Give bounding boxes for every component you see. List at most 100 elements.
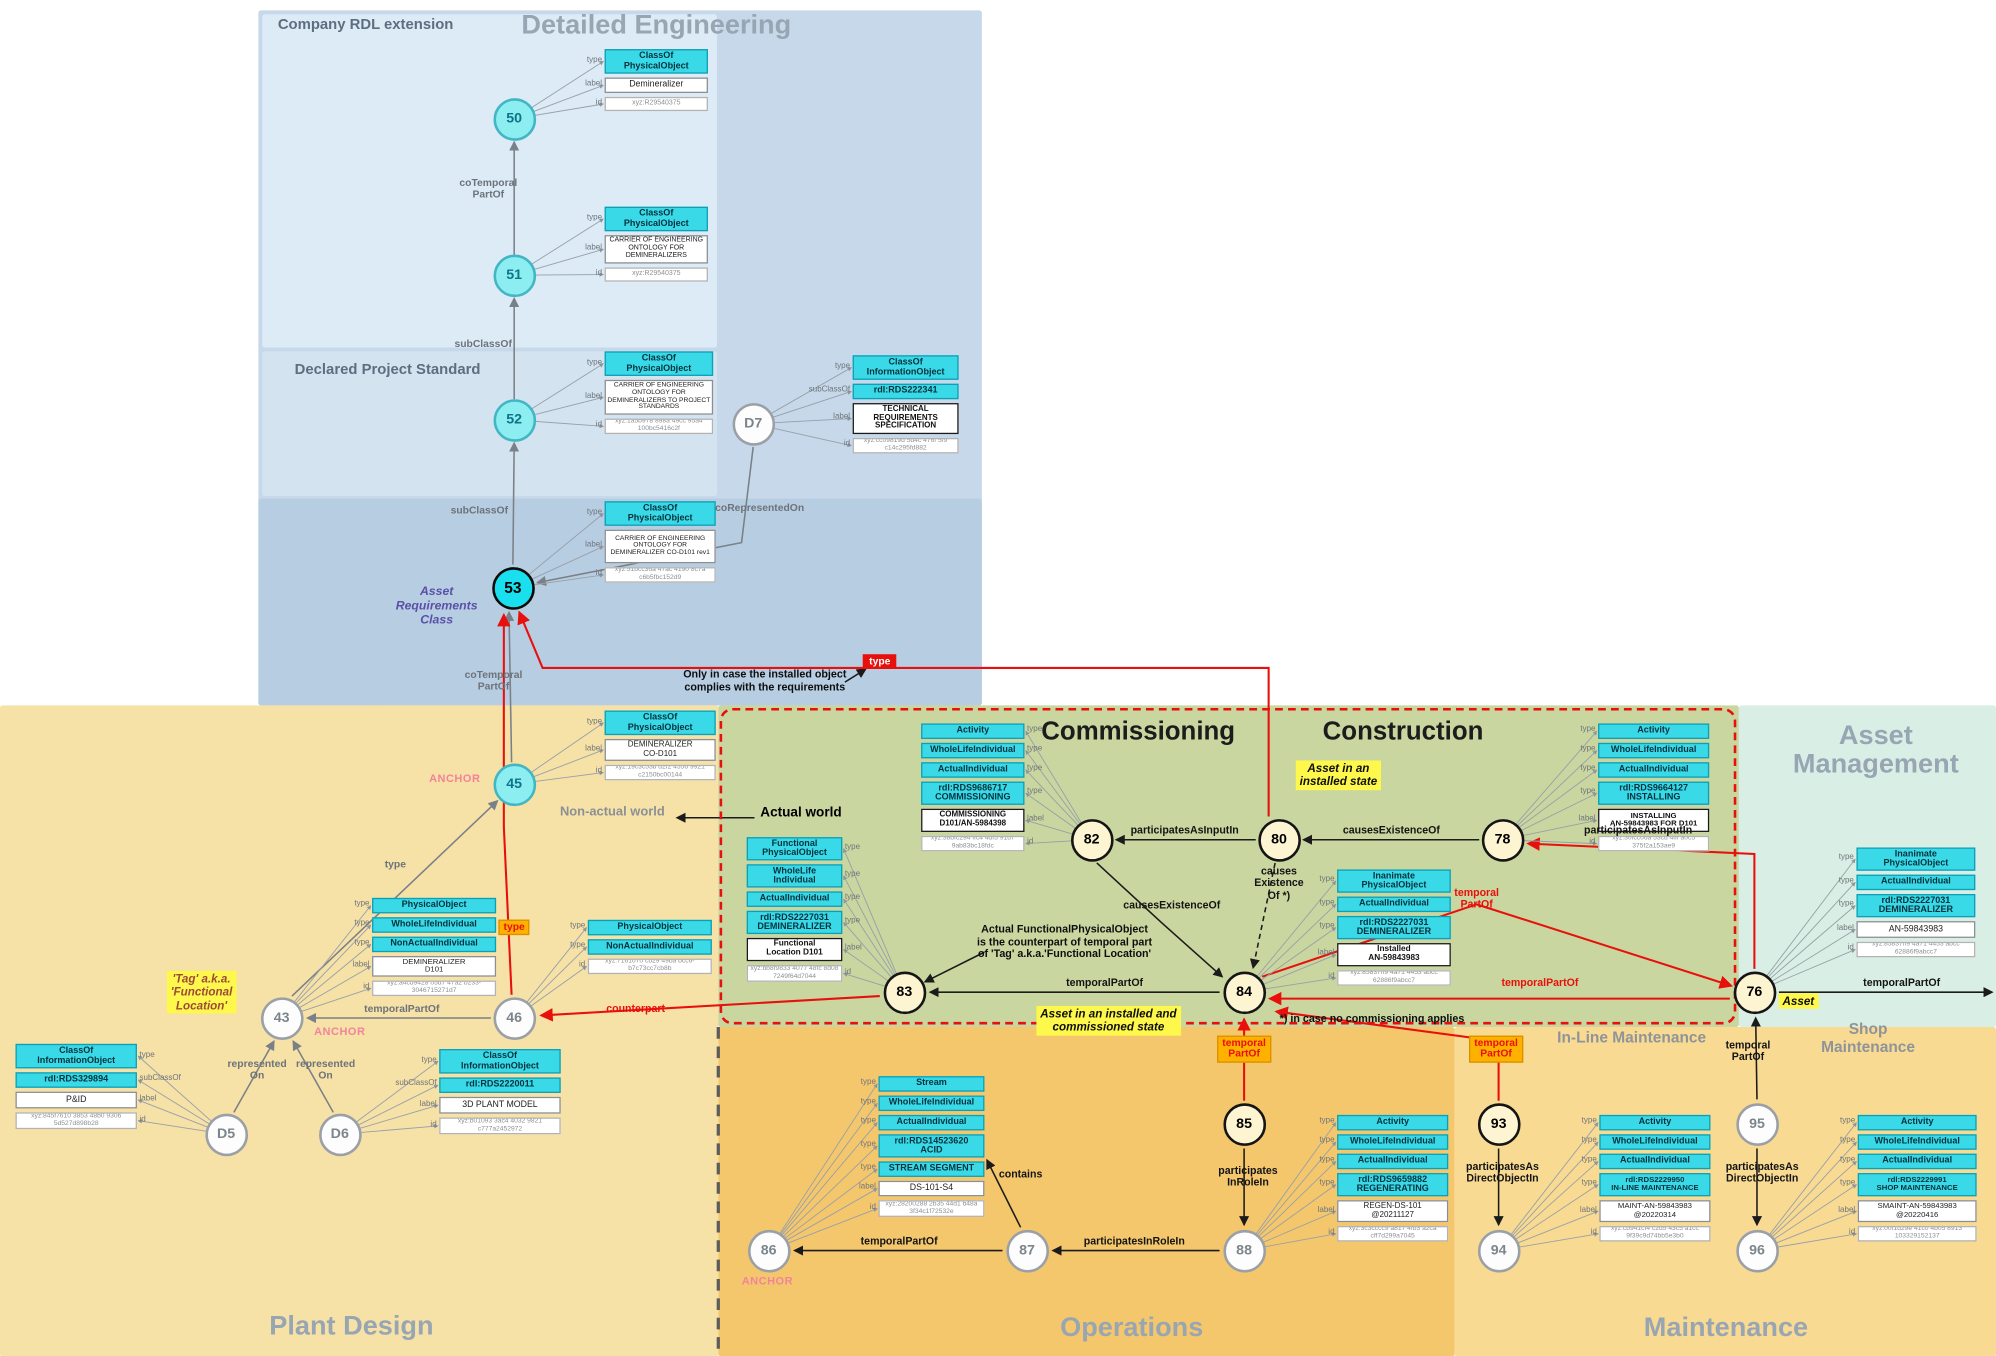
attribute-box-D5-type: ClassOf InformationObject [15,1043,137,1069]
attribute-box-50-id: xyz:R29540375 [604,96,708,112]
edge-label-type: type [844,869,861,879]
attribute-box-86-type: Stream [878,1076,985,1092]
attribute-box-D6-subClassOf: rdl:RDS2220011 [439,1077,561,1093]
node-52: 52 [492,398,536,442]
node-83: 83 [883,970,926,1014]
label-causesexistenceof-84: causesExistenceOf [1123,899,1221,912]
edge-line [1750,1016,1761,1100]
edge-label-type: type [1581,1116,1597,1126]
note-asset: Asset [1778,993,1819,1010]
edge-label-type: type [1840,1135,1856,1145]
attribute-box-52-label: CARRIER OF ENGINEERING ONTOLOGY FOR DEMI… [604,379,714,415]
attribute-box-82-label: COMMISSIONING D101/AN-5984398 [921,808,1025,832]
edge-label-id: id [869,1202,876,1212]
label-temporalpartof-84-83: temporalPartOf [1066,977,1144,989]
fan-line [843,875,905,993]
edge-label-type: type [586,54,603,64]
label-subclassof-51: subClassOf [454,337,512,350]
edge-line [517,610,1270,817]
label-participatesinrolein-88: participatesInRoleIn [1083,1235,1185,1248]
node-50: 50 [492,97,536,141]
attribute-box-84-type: rdl:RDS2227031 DEMINERALIZER [1337,915,1451,940]
node-D6: D6 [318,1112,362,1156]
edge-label-id: id [844,966,852,977]
attribute-box-94-type: ActualIndividual [1599,1153,1711,1170]
edge-label-id: id [1848,1227,1856,1237]
attribute-box-96-id: xyz:00f1d29e 41c0 4b05 8913 103329152137 [1857,1226,1977,1242]
attribute-box-84-id: xyz:85837ff9 4a71 4453 abcc 62886f9abcc7 [1337,970,1451,986]
edge-label-type: type [1840,1154,1856,1165]
note-asset-installed-commissioned: Asset in an installed and commissioned s… [1036,1005,1181,1036]
edge-label-type: type [1580,744,1596,754]
fan-line [1756,1141,1857,1251]
edge-label-label: label [585,540,603,550]
edge-label-id: id [595,97,603,107]
edge-label-label: label [352,959,370,969]
attribute-box-53-type: ClassOf PhysicalObject [604,501,716,526]
attribute-box-78-type: Activity [1598,723,1710,739]
fan-line [1754,858,1856,993]
label-temporalpartof-76-84: temporalPartOf [1501,977,1579,989]
label-temporalpartof-95: temporal PartOf [1725,1039,1771,1064]
edge-label-label: label [585,242,603,252]
edge-label-type: type [844,892,861,902]
attribute-box-94-type: rdl:RDS2229950 IN-LINE MAINTENANCE [1599,1173,1711,1197]
attribute-box-45-type: ClassOf PhysicalObject [604,710,716,736]
region-operations [718,1027,1455,1356]
edge-label-id: id [595,419,603,429]
label-cotemporalpartof-50: coTemporal PartOf [459,176,518,201]
attribute-box-96-label: SMAINT-AN-59843983 @20220416 [1857,1200,1977,1223]
fan-line [1243,1141,1337,1251]
edge-line [509,441,520,565]
label-participatesasinputin-76: participatesAsInputIn [1584,824,1693,837]
edge-label-id: id [578,959,586,969]
edge-label-type: type [1319,1116,1335,1126]
edge-label-type: type [1027,763,1043,773]
attribute-box-50-label: Demineralizer [604,77,708,94]
fan-line [1498,1122,1599,1251]
attribute-box-88-type: WholeLifeIndividual [1337,1134,1449,1150]
attribute-box-53-id: xyz:51bcc36a 47ac 4190 8c7a c6b5fbc152d9 [604,567,716,583]
attribute-box-83-type: ActualIndividual [746,891,843,907]
label-participatesasdirectobjectin-93: participatesAs DirectObjectIn [1466,1160,1539,1185]
attribute-box-94-id: xyz:cb941cf4 c2d5 43c5 a1cc 9f39c9d74bb5… [1599,1226,1711,1242]
edge-label-type: type [1580,724,1596,734]
edge-label-label: label [585,78,603,88]
edge-line [923,951,985,983]
attribute-box-43-type: NonActualIndividual [372,936,497,953]
title-maintenance: Maintenance [1643,1312,1809,1343]
edge-line [233,1039,275,1113]
attribute-box-D5-label: P&ID [15,1091,137,1109]
attribute-box-88-type: rdl:RDS9659882 REGENERATING [1337,1173,1449,1197]
edge-label-id: id [363,981,370,991]
attribute-box-86-type: ActualIndividual [878,1114,985,1131]
label-causesexistenceof-star: causes Existence Of *) [1254,865,1304,902]
attribute-box-83-type: Functional PhysicalObject [746,837,843,861]
node-45: 45 [492,762,536,806]
edge-label-type: type [1580,786,1596,796]
label-cotemporalpartof-53: coTemporal PartOf [464,668,523,693]
edge-label-label: label [1838,1204,1856,1214]
label-participatesasdirectobjectin-95: participatesAs DirectObjectIn [1725,1160,1799,1185]
edge-line [292,1039,334,1113]
title-company-rdl-extension: Company RDL extension [277,17,454,33]
note-only-in-case: Only in case the installed object compli… [683,667,847,693]
title-operations: Operations [1060,1312,1204,1343]
chip-temporalpartof-93: temporal PartOf [1469,1035,1524,1063]
label-causesexistenceof-80: causesExistenceOf [1342,824,1440,837]
node-86: 86 [747,1229,790,1272]
edge-label-type: type [1838,875,1854,885]
attribute-box-45-label: DEMINERALIZER CO-D101 [604,738,716,761]
node-53: 53 [491,566,535,610]
attribute-box-78-id: xyz:30fcc06a 53cd 4fff a0c5 375f2a153ae9 [1598,835,1710,852]
edge-label-label: label [1317,948,1335,958]
edge-label-type: type [586,212,603,222]
attribute-box-84-label: Installed AN-59843983 [1337,943,1451,967]
edge-label-type: type [860,1077,876,1087]
fan-line [768,1122,878,1251]
node-96: 96 [1735,1229,1779,1272]
label-temporalpartof-76-right: temporalPartOf [1863,977,1941,989]
fan-line [1243,880,1337,993]
attribute-box-76-id: xyz:85837ff9 4a71 4453 abcc 62886f9abcc7 [1856,941,1976,958]
